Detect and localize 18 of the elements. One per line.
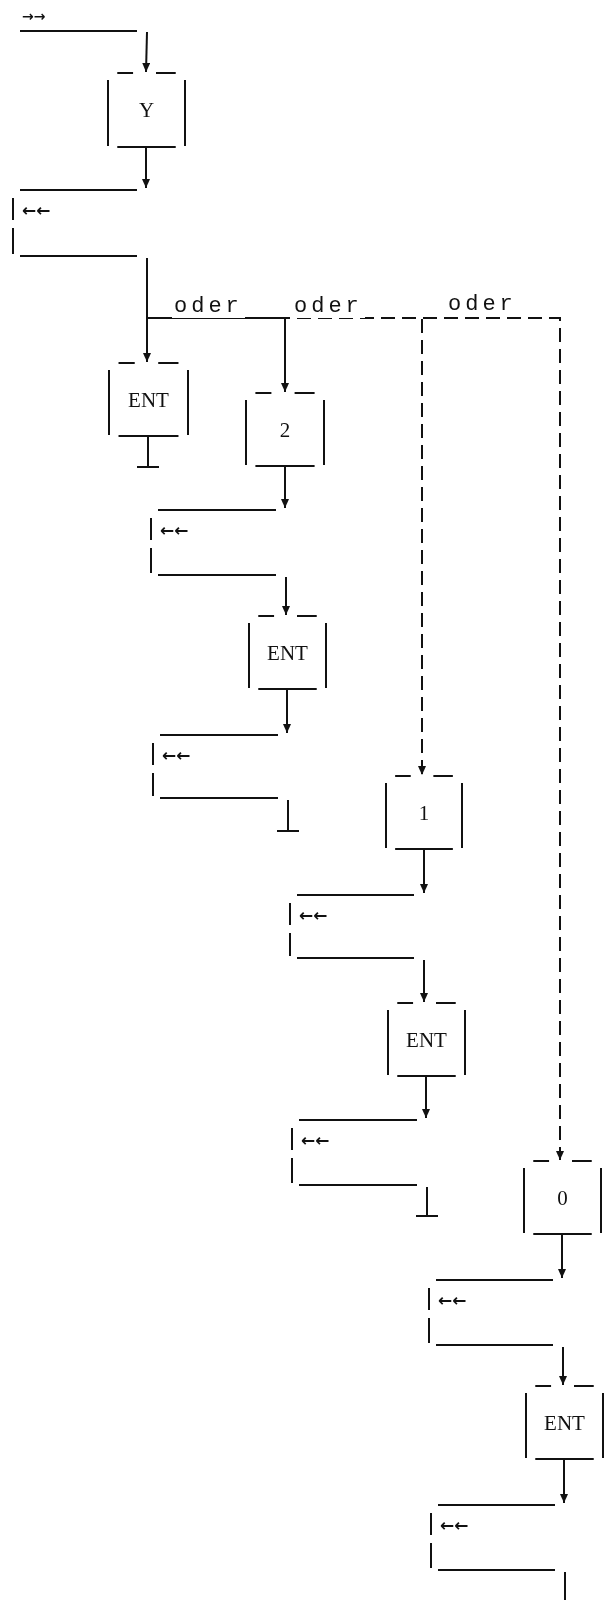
arrow: [420, 849, 428, 894]
end-line: [416, 1186, 438, 1218]
arrow: [422, 1076, 430, 1119]
arrow: [281, 466, 289, 509]
arrow: [142, 31, 151, 73]
arrow: [420, 959, 428, 1003]
edge-label: oder: [292, 296, 365, 318]
end-line: [277, 799, 299, 833]
arrow: [142, 147, 150, 189]
arrow: [282, 576, 290, 616]
arrow: [146, 257, 289, 393]
end-line: [137, 436, 159, 469]
arrow: [559, 1346, 567, 1386]
arrow: [283, 689, 291, 734]
arrow: [560, 1459, 568, 1504]
arrow: [558, 1234, 566, 1279]
edge-label: oder: [172, 296, 245, 318]
display-readout: →→: [20, 8, 147, 32]
